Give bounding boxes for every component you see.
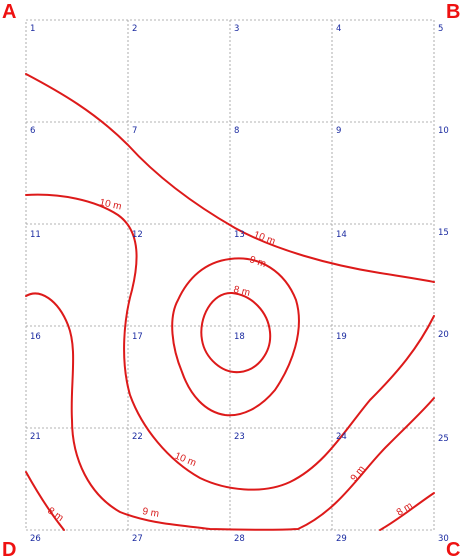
contour-line-9m-lower (25, 292, 435, 531)
grid-number: 5 (438, 24, 443, 34)
corner-label-c: C (446, 539, 460, 559)
grid-number: 16 (30, 332, 41, 342)
contour-line-8m-lower-right (379, 492, 435, 531)
contour-line-8m-loop (200, 291, 272, 374)
contours (25, 73, 435, 531)
grid-number: 7 (132, 126, 137, 136)
contour-label: 9 m (141, 506, 159, 520)
grid-numbers: 1 2 3 4 5 6 7 8 9 10 11 12 13 14 15 16 1… (30, 24, 449, 544)
contour-label: 8 m (395, 500, 415, 518)
corner-label-a: A (2, 1, 16, 23)
grid-number: 30 (438, 534, 449, 544)
grid-number: 2 (132, 24, 137, 34)
grid-number: 13 (234, 230, 245, 240)
grid-number: 24 (336, 432, 347, 442)
corner-label-d: D (2, 539, 16, 559)
contour-label: 9 m (349, 464, 368, 484)
grid-number: 15 (438, 228, 449, 238)
grid-number: 17 (132, 332, 143, 342)
contour-label: 8 m (232, 284, 251, 299)
grid-number: 4 (336, 24, 341, 34)
contour-label: 9 m (248, 254, 267, 270)
grid-number: 19 (336, 332, 347, 342)
grid-number: 28 (234, 534, 245, 544)
grid-number: 1 (30, 24, 35, 34)
grid-number: 23 (234, 432, 245, 442)
contour-label: 10 m (252, 229, 277, 247)
contour-label: 10 m (98, 197, 122, 212)
contour-line-9m-loop (171, 257, 300, 417)
contour-line-10m-upper (25, 73, 435, 283)
contour-line-10m-lower (25, 193, 435, 491)
grid-number: 25 (438, 434, 449, 444)
grid-number: 18 (234, 332, 245, 342)
grid-number: 8 (234, 126, 239, 136)
grid-number: 12 (132, 230, 143, 240)
corner-label-b: B (446, 1, 460, 23)
grid-number: 27 (132, 534, 143, 544)
grid-number: 6 (30, 126, 35, 136)
grid-number: 11 (30, 230, 41, 240)
grid-number: 9 (336, 126, 341, 136)
contour-line-8m-lower-left (25, 471, 65, 531)
grid-number: 20 (438, 330, 449, 340)
grid-number: 14 (336, 230, 347, 240)
grid (25, 19, 435, 531)
grid-number: 21 (30, 432, 41, 442)
grid-number: 3 (234, 24, 239, 34)
grid-number: 29 (336, 534, 347, 544)
grid-number: 26 (30, 534, 41, 544)
contour-label: 10 m (173, 451, 198, 470)
grid-number: 22 (132, 432, 143, 442)
grid-number: 10 (438, 126, 449, 136)
